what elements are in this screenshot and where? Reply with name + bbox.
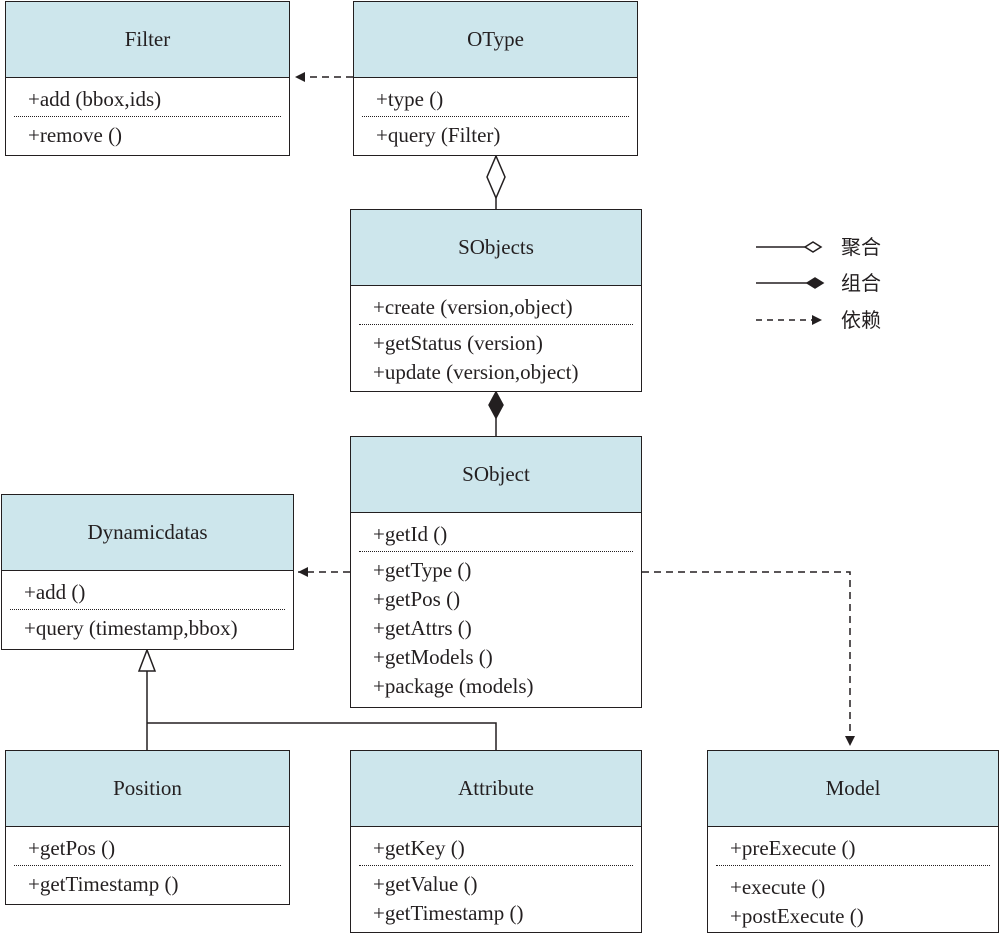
method: +getStatus (version) [373,331,543,355]
legend-dependency-label: 依赖 [841,308,881,332]
method: +create (version,object) [373,295,573,319]
class-model: Model +preExecute () +execute () +postEx… [707,750,999,933]
methods-secondary: +query (timestamp,bbox) [2,614,293,643]
method: +getId () [373,522,448,546]
method: +query (timestamp,bbox) [24,616,238,640]
class-otype: OType +type () +query (Filter) [353,1,638,156]
class-name: Attribute [351,751,641,827]
method: +execute () [730,875,826,899]
method: +getTimestamp () [373,901,524,925]
class-name: OType [354,2,637,78]
class-attribute: Attribute +getKey () +getValue () +getTi… [350,750,642,933]
method: +add (bbox,ids) [28,87,162,111]
methods-primary: +getKey () [351,834,641,863]
method: +postExecute () [730,904,864,928]
section-divider [359,551,633,552]
class-dynamicdatas: Dynamicdatas +add () +query (timestamp,b… [1,494,294,650]
legend-aggregation-diamond [803,241,823,253]
methods-secondary: +execute () +postExecute () [708,873,998,931]
methods-secondary: +getType () +getPos () +getAttrs () +get… [351,556,641,701]
class-position: Position +getPos () +getTimestamp () [5,750,290,905]
method: +getModels () [373,645,493,669]
class-name: Model [708,751,998,827]
method: +getTimestamp () [28,872,179,896]
class-sobject: SObject +getId () +getType () +getPos ()… [350,436,642,708]
methods-secondary: +getValue () +getTimestamp () [351,870,641,928]
methods-primary: +preExecute () [708,834,998,863]
methods-primary: +add (bbox,ids) [6,85,289,114]
section-divider [14,116,281,117]
method: +preExecute () [730,836,856,860]
method: +getType () [373,558,472,582]
class-name: Dynamicdatas [2,495,293,571]
legend-composition-label: 组合 [841,271,881,295]
generalization-branch-attribute [147,722,497,750]
methods-secondary: +query (Filter) [354,121,637,150]
method: +remove () [28,123,123,147]
class-filter: Filter +add (bbox,ids) +remove () [5,1,290,156]
class-name: SObjects [351,210,641,286]
class-name: Filter [6,2,289,78]
class-sobjects: SObjects +create (version,object) +getSt… [350,209,642,392]
legend-composition-diamond [805,277,825,289]
method: +update (version,object) [373,360,579,384]
class-name: Position [6,751,289,827]
methods-secondary: +getStatus (version) +update (version,ob… [351,329,641,387]
methods-primary: +add () [2,578,293,607]
methods-secondary: +getTimestamp () [6,870,289,899]
method: +getAttrs () [373,616,472,640]
composition-diamond-sobjects [488,390,504,420]
section-divider [359,865,633,866]
section-divider [716,865,990,866]
section-divider [14,865,281,866]
section-divider [362,116,629,117]
method: +type () [376,87,444,111]
methods-primary: +create (version,object) [351,293,641,322]
generalization-triangle [137,647,157,672]
method: +getPos () [28,836,116,860]
method: +getPos () [373,587,461,611]
method: +add () [24,580,86,604]
methods-secondary: +remove () [6,121,289,150]
class-name: SObject [351,437,641,513]
section-divider [359,324,633,325]
section-divider [10,609,285,610]
method: +getKey () [373,836,465,860]
methods-primary: +getPos () [6,834,289,863]
methods-primary: +getId () [351,520,641,549]
aggregation-diamond-otype [486,154,506,200]
legend-aggregation-label: 聚合 [841,235,881,259]
methods-primary: +type () [354,85,637,114]
method: +package (models) [373,674,534,698]
method: +query (Filter) [376,123,501,147]
dependency-sobject-model [642,571,855,746]
method: +getValue () [373,872,478,896]
